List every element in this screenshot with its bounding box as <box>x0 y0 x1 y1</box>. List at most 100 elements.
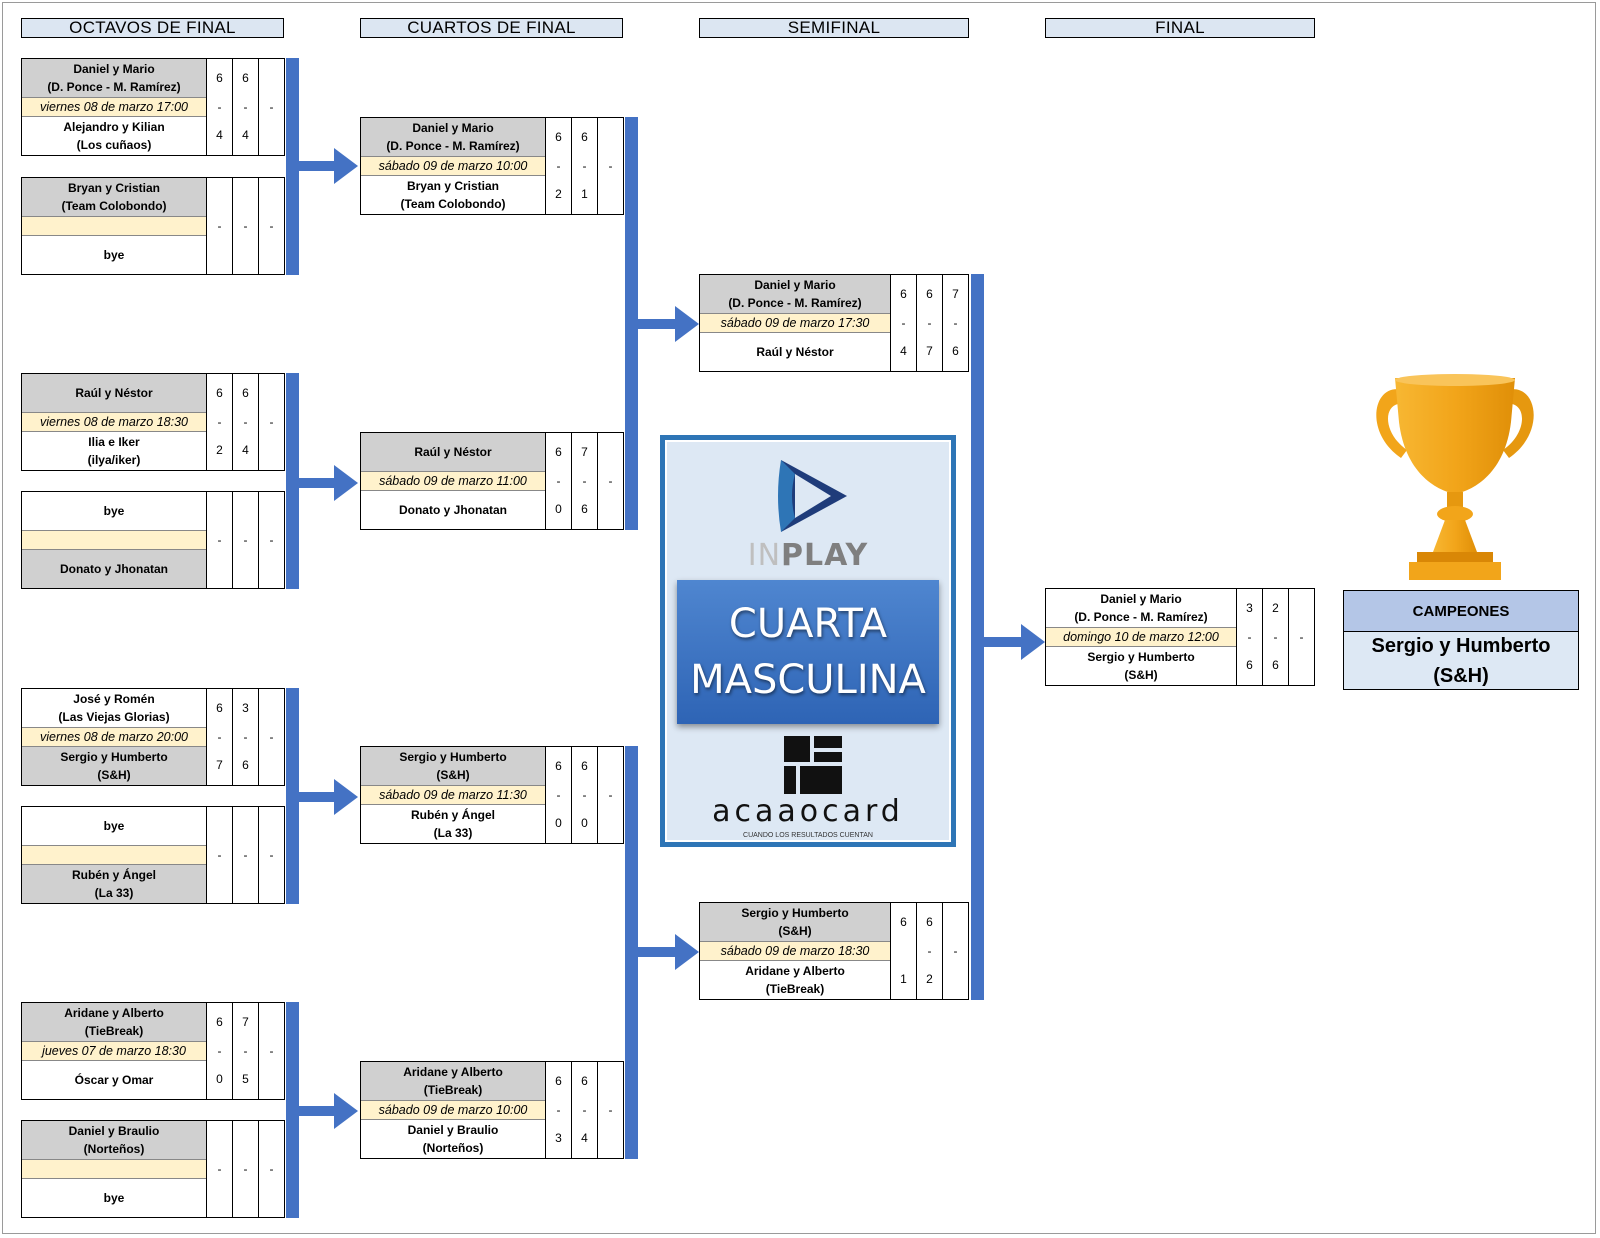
score-team-1: 6 <box>900 287 907 302</box>
score-team-2: 6 <box>581 501 588 516</box>
score-separator: - <box>269 532 274 547</box>
score-team-2: 1 <box>581 186 588 201</box>
score-team-1 <box>259 807 284 846</box>
team-2: Raúl y Néstor <box>756 344 834 359</box>
set-1-column: 6-2 <box>546 118 571 214</box>
score-separator: - <box>582 1102 587 1117</box>
score-team-1: 7 <box>581 445 588 460</box>
score-team-2: 0 <box>555 501 562 516</box>
set-3-column: - <box>258 178 284 274</box>
score-team-2 <box>259 431 284 470</box>
set-3-column: - <box>1288 589 1314 685</box>
arrow-icon <box>334 148 358 184</box>
score-team-1 <box>233 492 258 531</box>
score-team-2: 7 <box>926 343 933 358</box>
score-team-1: 6 <box>555 1074 562 1089</box>
set-3-column: - <box>258 689 284 785</box>
score-team-1 <box>259 689 284 728</box>
score-team-1 <box>207 807 232 846</box>
score-team-2: 0 <box>581 815 588 830</box>
score-separator: - <box>269 1161 274 1176</box>
score-team-1 <box>207 178 232 217</box>
score-team-1: 6 <box>216 701 223 716</box>
champions-name: Sergio y Humberto (S&H) <box>1371 635 1551 687</box>
team-1: Daniel y Braulio (Norteños) <box>22 1121 206 1161</box>
match-sf_2: Sergio y Humberto (S&H)sábado 09 de marz… <box>699 902 969 1000</box>
match-qf_4: Aridane y Alberto (TieBreak)sábado 09 de… <box>360 1061 624 1159</box>
score-team-1 <box>598 1062 623 1101</box>
set-3-column: 7-6 <box>942 275 968 371</box>
score-separator: - <box>556 158 561 173</box>
score-separator: - <box>243 99 248 114</box>
score-team-2 <box>233 235 258 274</box>
team-2: Sergio y Humberto (S&H) <box>22 746 206 785</box>
score-team-1: 6 <box>216 71 223 86</box>
score-separator: - <box>582 787 587 802</box>
score-separator: - <box>1247 629 1252 644</box>
set-2-column: - <box>232 1121 258 1217</box>
set-2-column: 7-5 <box>232 1003 258 1099</box>
score-team-1: 6 <box>581 130 588 145</box>
score-separator: - <box>269 414 274 429</box>
score-team-2 <box>943 960 968 999</box>
match-date: sábado 09 de marzo 10:00 <box>361 1101 545 1120</box>
score-separator: - <box>217 1161 222 1176</box>
score-team-1: 6 <box>581 1074 588 1089</box>
score-separator: - <box>582 158 587 173</box>
score-separator: - <box>556 1102 561 1117</box>
tournament-logo-panel: INPLAY CUARTA MASCULINA acaaocard CUANDO… <box>660 435 956 847</box>
set-3-column: - <box>258 374 284 470</box>
score-separator: - <box>1273 629 1278 644</box>
connector-qf-horizontal <box>638 947 675 957</box>
arrow-icon <box>1021 624 1045 660</box>
set-1-column: 6-0 <box>546 433 571 529</box>
set-3-column: - <box>597 433 623 529</box>
set-1-column: - <box>207 1121 232 1217</box>
match-date: sábado 09 de marzo 11:30 <box>361 786 545 805</box>
score-team-1: 3 <box>242 701 249 716</box>
score-team-1: 6 <box>926 915 933 930</box>
round-header-qf: CUARTOS DE FINAL <box>360 18 623 38</box>
score-team-2: 5 <box>242 1071 249 1086</box>
match-date: viernes 08 de marzo 18:30 <box>22 413 206 432</box>
set-1-column: 6-4 <box>207 59 232 155</box>
set-1-column: 6-7 <box>207 689 232 785</box>
set-1-column: 6-0 <box>546 747 571 843</box>
score-team-2: 0 <box>555 815 562 830</box>
acaaocard-logo-icon <box>784 736 842 794</box>
set-1-column: 6-3 <box>546 1062 571 1158</box>
arrow-icon <box>675 306 699 342</box>
match-r16_8: Daniel y Braulio (Norteños)bye--- <box>21 1120 285 1218</box>
match-date: sábado 09 de marzo 17:30 <box>700 314 890 333</box>
match-date <box>22 217 206 236</box>
score-team-1 <box>259 178 284 217</box>
connector-r16-horizontal <box>299 161 334 171</box>
match-date: viernes 08 de marzo 20:00 <box>22 728 206 747</box>
set-3-column: - <box>597 118 623 214</box>
match-date: sábado 09 de marzo 10:00 <box>361 157 545 176</box>
match-final: Daniel y Mario (D. Ponce - M. Ramírez)do… <box>1045 588 1315 686</box>
score-team-1 <box>598 118 623 157</box>
team-1: Raúl y Néstor <box>22 374 206 414</box>
match-date: sábado 09 de marzo 18:30 <box>700 942 890 961</box>
set-2-column: 7-6 <box>571 433 597 529</box>
inplay-brand: INPLAY <box>667 538 949 573</box>
round-header-sf: SEMIFINAL <box>699 18 969 38</box>
score-separator: - <box>608 158 613 173</box>
category-banner: CUARTA MASCULINA <box>677 580 939 724</box>
score-team-2: 0 <box>216 1071 223 1086</box>
score-separator: - <box>243 1043 248 1058</box>
score-team-2: 2 <box>555 186 562 201</box>
team-2: Rubén y Ángel (La 33) <box>410 807 495 840</box>
set-3-column: - <box>597 747 623 843</box>
match-r16_1: Daniel y Mario (D. Ponce - M. Ramírez)vi… <box>21 58 285 156</box>
set-2-column: - <box>232 492 258 588</box>
team-1: Aridane y Alberto (TieBreak) <box>361 1062 545 1102</box>
brand-play: PLAY <box>781 538 869 573</box>
champions-title: CAMPEONES <box>1344 591 1578 632</box>
score-separator: - <box>217 729 222 744</box>
team-2: bye <box>103 1190 125 1205</box>
